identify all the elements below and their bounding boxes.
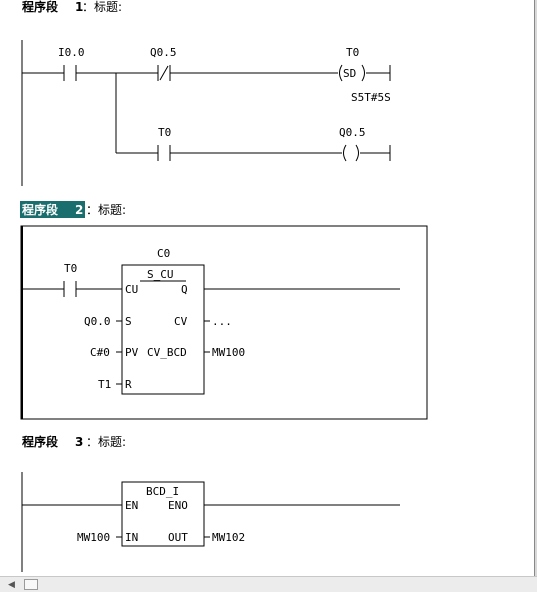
network-2[interactable]: 程序段 2 ：标题: C0 S_CU T0 CU Q Q0.0 S CV ...… [20, 201, 428, 420]
input-pv[interactable]: C#0 [90, 346, 110, 359]
contact-label: T0 [158, 126, 171, 139]
pin-s: S [125, 315, 132, 328]
contact-no-i0-0[interactable] [63, 65, 77, 81]
coil-symbol: SD [343, 67, 356, 80]
pin-en: EN [125, 499, 138, 512]
coil-label: T0 [346, 46, 359, 59]
network-3-title-number: 3 [75, 435, 83, 449]
input-s[interactable]: Q0.0 [84, 315, 111, 328]
network-1-title-number: 1 [75, 0, 83, 14]
pin-out: OUT [168, 531, 188, 544]
window-edge [534, 0, 535, 576]
horizontal-scrollbar[interactable]: ◀ [0, 576, 537, 592]
pin-cu: CU [125, 283, 138, 296]
contact-label: T0 [64, 262, 77, 275]
pin-pv: PV [125, 346, 139, 359]
network-2-title-highlight [20, 201, 85, 218]
coil-label: Q0.5 [339, 126, 366, 139]
network-2-title-suffix: ：标题: [86, 203, 126, 217]
coil-sd-t0[interactable]: SD [339, 64, 365, 82]
network-1[interactable]: 程序段 1 ：标题: I0.0 Q0.5 SD T0 S5T#5S [21, 0, 391, 186]
vertical-scrollbar[interactable] [535, 0, 537, 576]
block-instance: C0 [157, 247, 170, 260]
pin-r: R [125, 378, 132, 391]
network-2-title-number: 2 [75, 203, 83, 217]
pin-cv: CV [174, 315, 188, 328]
convert-block-bcd-i[interactable] [121, 481, 205, 547]
pin-in: IN [125, 531, 138, 544]
network-3-title-suffix: ：标题: [86, 435, 126, 449]
pin-cv-bcd: CV_BCD [147, 346, 187, 359]
counter-block-s-cu[interactable] [121, 264, 205, 395]
input-r[interactable]: T1 [98, 378, 111, 391]
block-name: BCD_I [146, 485, 179, 498]
block-name: S_CU [147, 268, 174, 281]
network-3-title-label: 程序段 [22, 434, 59, 449]
pin-q: Q [181, 283, 188, 296]
network-2-title-label: 程序段 [22, 202, 59, 217]
coil-q0-5[interactable] [343, 144, 359, 162]
network-1-title-label: 程序段 [22, 0, 59, 14]
output-cv[interactable]: ... [212, 315, 232, 328]
contact-no-t0-cu[interactable] [63, 281, 77, 297]
pin-eno: ENO [168, 499, 188, 512]
input-in[interactable]: MW100 [77, 531, 110, 544]
scroll-thumb[interactable] [24, 579, 38, 590]
output-cv-bcd[interactable]: MW100 [212, 346, 245, 359]
output-out[interactable]: MW102 [212, 531, 245, 544]
contact-label: I0.0 [58, 46, 85, 59]
contact-no-t0[interactable] [157, 145, 171, 161]
contact-nc-q0-5[interactable] [157, 65, 171, 81]
contact-label: Q0.5 [150, 46, 177, 59]
scroll-left-arrow-icon[interactable]: ◀ [8, 580, 15, 590]
network-3[interactable]: 程序段 3 ：标题: BCD_I EN ENO MW100 IN OUT MW1… [21, 434, 400, 572]
network-1-title-suffix: ：标题: [82, 0, 122, 14]
timer-preset: S5T#5S [351, 91, 391, 104]
